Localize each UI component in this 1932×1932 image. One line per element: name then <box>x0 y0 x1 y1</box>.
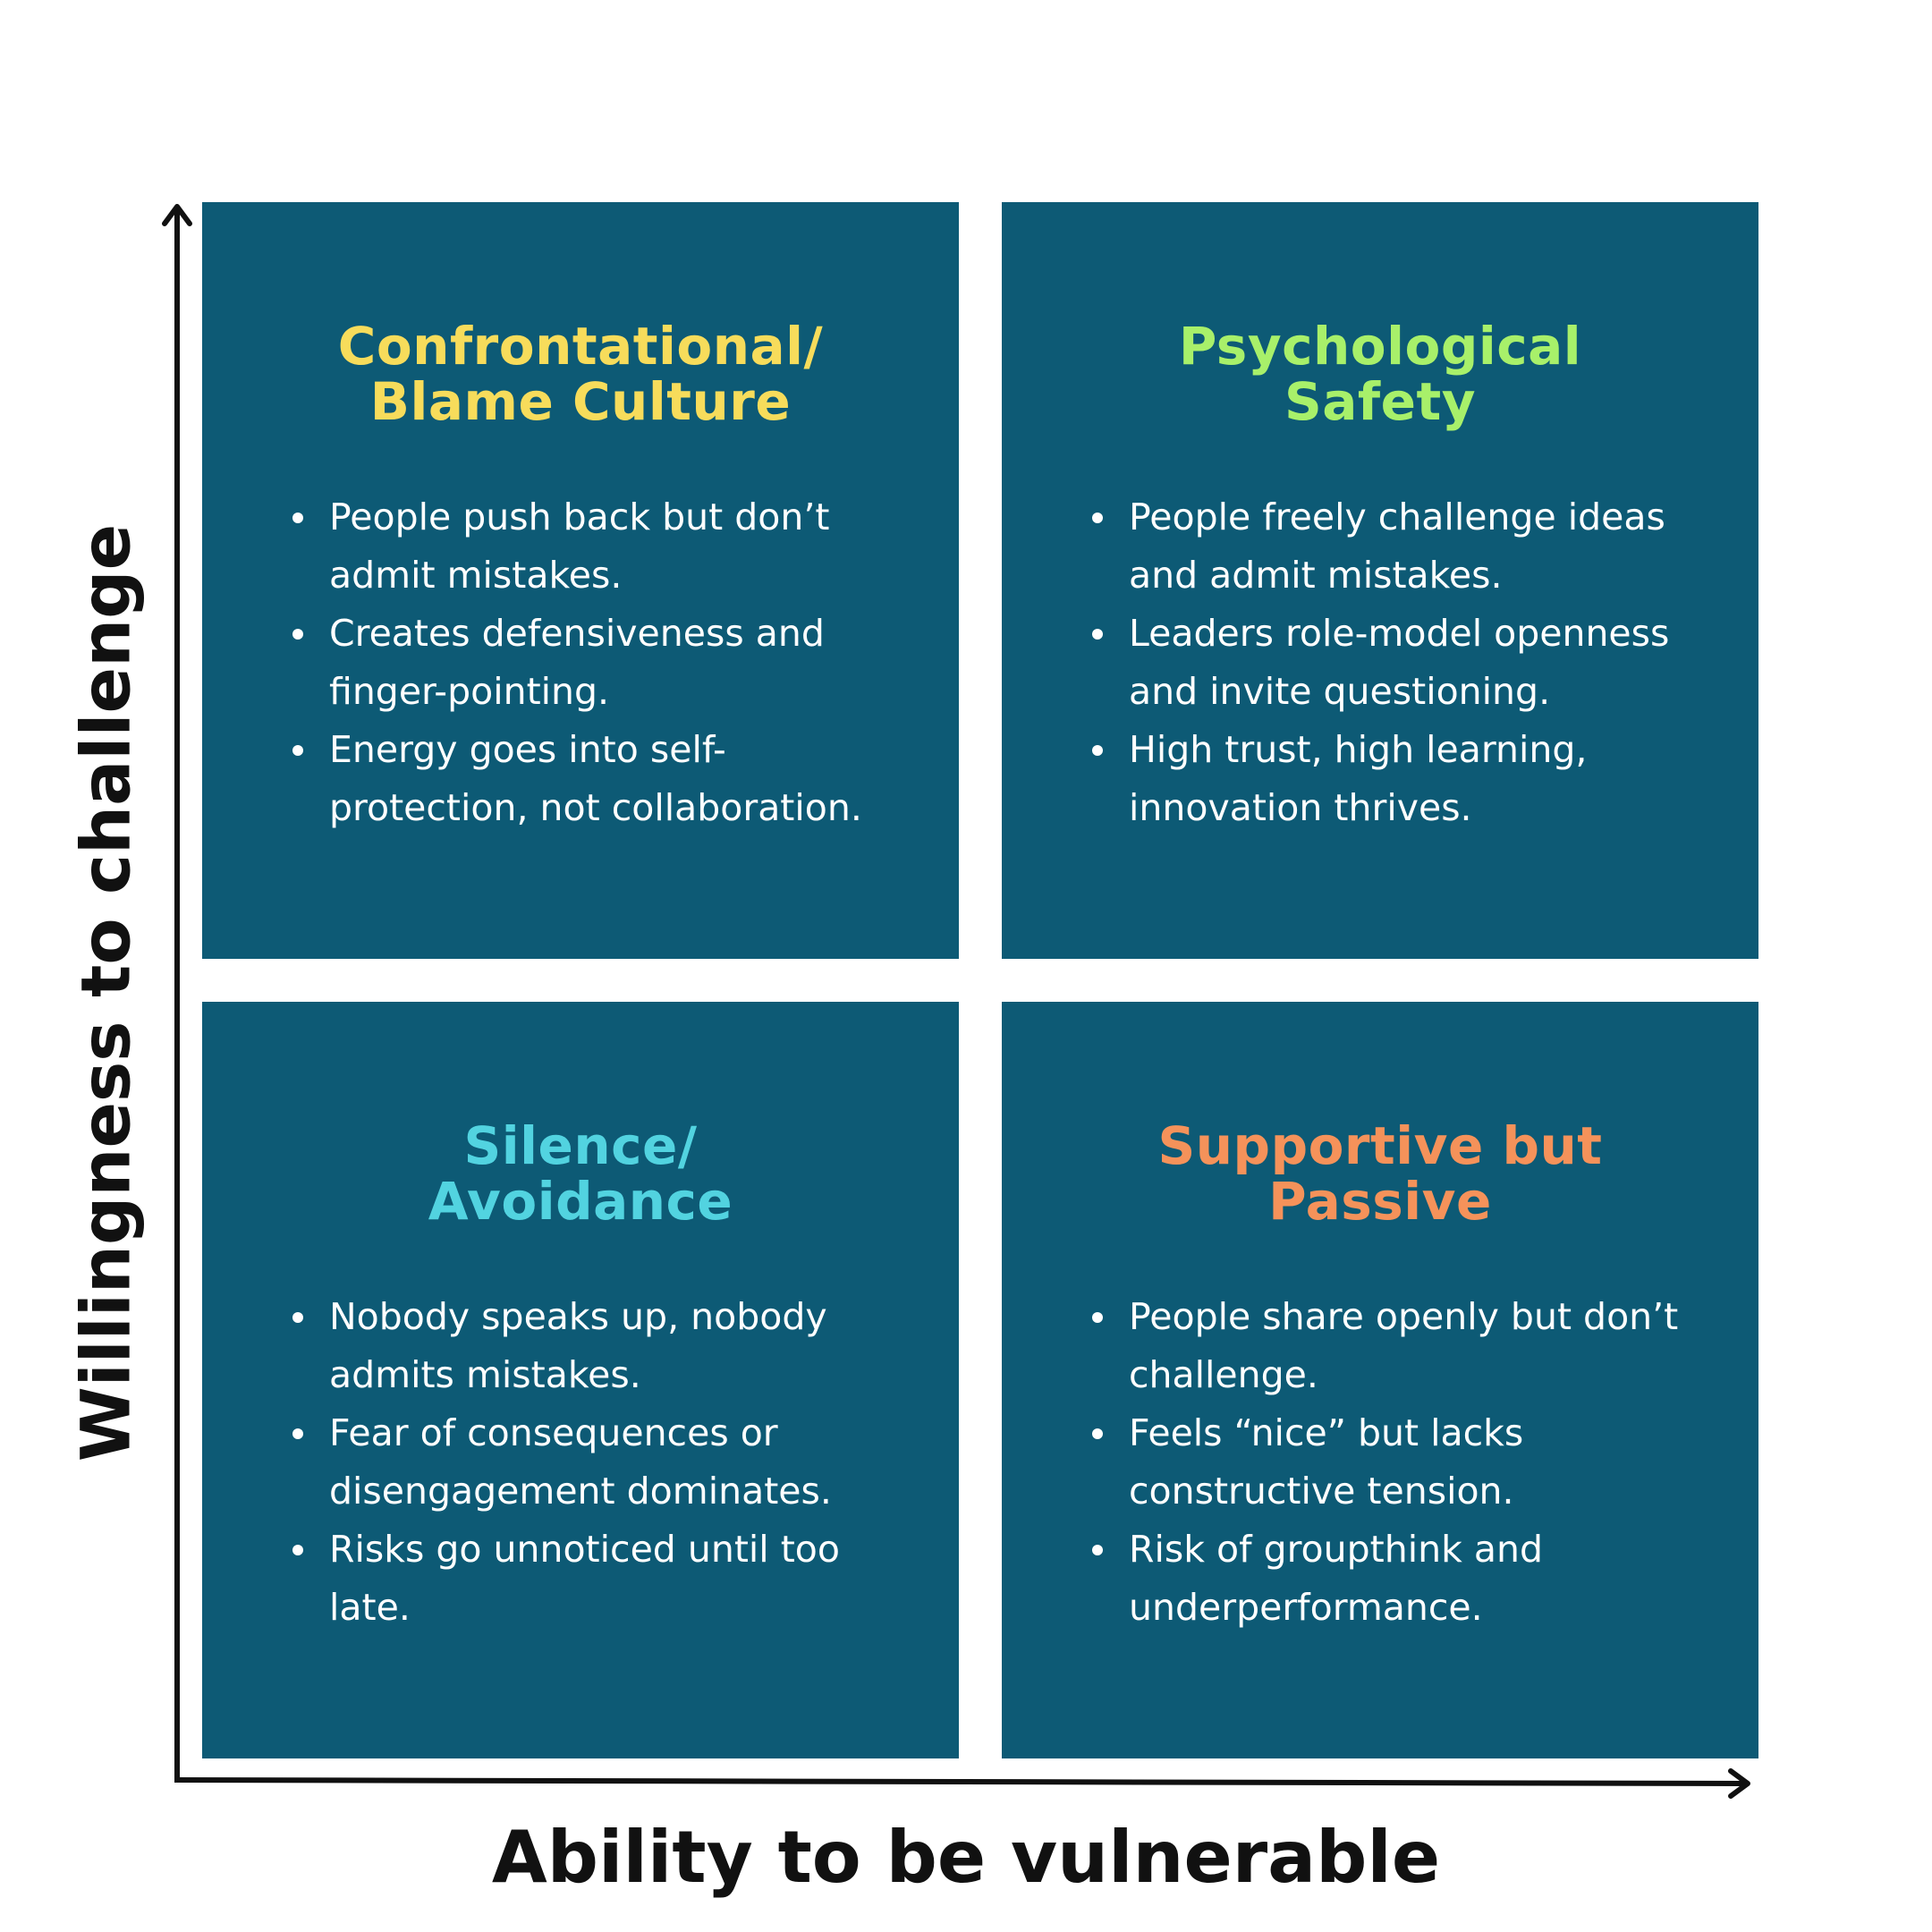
bullet-list: People freely challenge ideas and admit … <box>1089 488 1705 837</box>
y-axis-arrowhead <box>162 204 192 226</box>
x-axis-line <box>174 1777 1745 1786</box>
bullet-list: People push back but don’t admit mistake… <box>290 488 905 837</box>
bullet-item: People push back but don’t admit mistake… <box>292 488 905 605</box>
bullet-item: People share openly but don’t challenge. <box>1092 1288 1705 1404</box>
x-axis-arrowhead <box>1728 1768 1750 1799</box>
bullet-item: Risk of groupthink and underperformance. <box>1092 1521 1705 1637</box>
quadrant-title: Supportive but Passive <box>1157 1115 1603 1232</box>
bullet-item: Leaders role-model openness and invite q… <box>1092 605 1705 721</box>
bullet-item: Feels “nice” but lacks constructive tens… <box>1092 1404 1705 1521</box>
bullet-item: Risks go unnoticed until too late. <box>292 1521 905 1637</box>
x-axis-label: Ability to be vulnerable <box>491 1816 1441 1899</box>
quadrant-title: Confrontational/ Blame Culture <box>337 316 824 432</box>
bullet-item: People freely challenge ideas and admit … <box>1092 488 1705 605</box>
bullet-item: High trust, high learning, innovation th… <box>1092 721 1705 837</box>
bullet-item: Nobody speaks up, nobody admits mistakes… <box>292 1288 905 1404</box>
bullet-item: Fear of consequences or disengagement do… <box>292 1404 905 1521</box>
bullet-item: Energy goes into self-protection, not co… <box>292 721 905 837</box>
quadrant-psychological-safety: Psychological Safety People freely chall… <box>1002 202 1758 959</box>
quadrant-confrontational: Confrontational/ Blame Culture People pu… <box>202 202 959 959</box>
quadrant-silence-avoidance: Silence/ Avoidance Nobody speaks up, nob… <box>202 1002 959 1758</box>
bullet-item: Creates defensiveness and finger-pointin… <box>292 605 905 721</box>
quadrant-supportive-passive: Supportive but Passive People share open… <box>1002 1002 1758 1758</box>
bullet-list: Nobody speaks up, nobody admits mistakes… <box>290 1288 905 1637</box>
y-axis-label: Willingness to challenge <box>65 523 146 1462</box>
quadrant-title: Psychological Safety <box>1178 316 1582 432</box>
bullet-list: People share openly but don’t challenge.… <box>1089 1288 1705 1637</box>
quadrant-title: Silence/ Avoidance <box>428 1115 733 1232</box>
